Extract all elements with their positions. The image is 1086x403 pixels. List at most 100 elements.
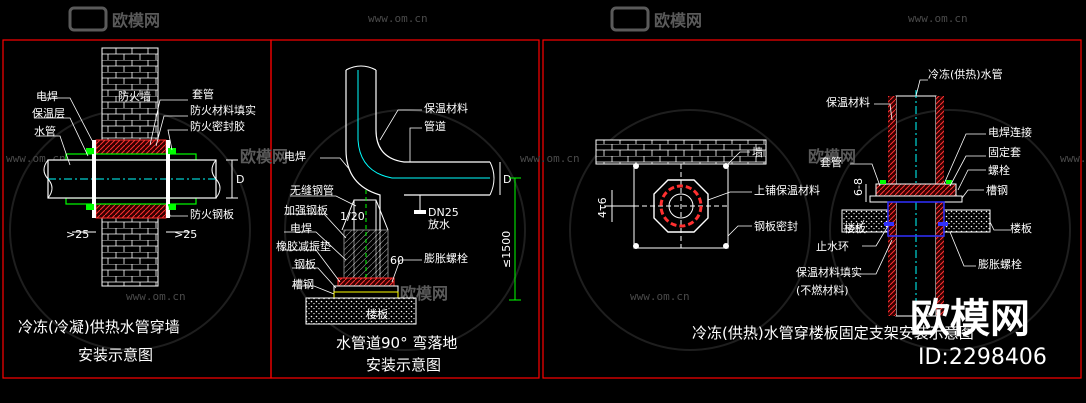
label-fill-line1: 保温材料填实 — [796, 265, 862, 279]
label-sleeve: 套管 — [192, 87, 214, 101]
fire-filler-bottom — [95, 203, 167, 219]
dim-d: D — [503, 173, 511, 186]
wall-plan — [595, 139, 767, 165]
pipe-plan — [668, 193, 694, 219]
panel-frames — [2, 39, 1082, 379]
label-floor-slab-right: 楼板 — [1010, 221, 1032, 235]
label-sleeve: 套管 — [820, 155, 842, 169]
label-drain-size: DN25 — [428, 206, 459, 219]
label-fixing-sleeve: 固定套 — [988, 145, 1021, 159]
label-drain: 放水 — [428, 217, 450, 231]
label-wall: 墙 — [752, 145, 763, 159]
panel1-caption-line2: 安装示意图 — [78, 346, 153, 364]
panel2-caption-line2: 安装示意图 — [366, 356, 441, 374]
label-top-insulation: 上铺保温材料 — [754, 183, 820, 197]
label-expansion-bolt: 膨胀螺栓 — [424, 251, 468, 265]
panel2-caption-line1: 水管道90° 弯落地 — [336, 334, 457, 352]
label-chilled-pipe: 冷冻(供热)水管 — [928, 67, 1003, 81]
watermark-logo-icon — [68, 6, 108, 32]
water-stop-sleeve — [887, 201, 945, 237]
label-plate-seal: 钢板密封 — [754, 219, 798, 233]
steel-base-plate — [333, 285, 399, 293]
sealant-mark — [168, 204, 176, 210]
dim-60: 60 — [390, 254, 404, 267]
panel3-caption: 冷冻(供热)水管穿楼板固定支架安装示意图 — [692, 324, 974, 342]
panel3-floor-fixing-drawing: 4τ6 墙 上铺保温材料 钢板密封 6-8 — [595, 67, 1032, 342]
channel-steel-section — [869, 195, 963, 203]
label-floor-slab: 楼板 — [366, 307, 388, 321]
label-channel-steel: 槽钢 — [986, 184, 1008, 197]
insulation-left — [888, 96, 896, 316]
panel3-frame — [542, 39, 1082, 379]
label-fire-filler: 防火材料填实 — [190, 103, 256, 117]
fire-plate-left — [92, 140, 96, 218]
label-fill-line2: (不燃材料) — [796, 283, 849, 297]
floor-slab — [305, 297, 417, 325]
dim-left: >25 — [66, 228, 89, 241]
watermark-url-7: www.om.cn — [630, 290, 690, 303]
watermark-mid: www.om.cn 欧模网 www.om.cn 欧模网 www.om.cn ww… — [6, 147, 1086, 303]
rubber-pad — [337, 277, 395, 287]
label-insulation-material: 保温材料 — [826, 95, 870, 109]
label-electric-weld-2: 电焊 — [290, 221, 312, 235]
watermark-brand-1: 欧模网 — [112, 11, 160, 30]
fixing-sleeve — [875, 183, 957, 197]
label-expansion-bolt: 膨胀螺栓 — [978, 257, 1022, 271]
insulation-top — [65, 153, 197, 161]
label-stiffener-plate: 加强钢板 — [284, 203, 328, 217]
fire-filler-top — [95, 139, 167, 155]
watermark-url-4: www.om.cn — [520, 152, 580, 165]
watermark-brand-2: 欧模网 — [654, 11, 702, 30]
insulation-ring — [659, 184, 703, 228]
label-pipe: 管道 — [424, 119, 446, 133]
dim-6-8: 6-8 — [852, 178, 865, 196]
label-electric-weld: 电焊 — [284, 149, 306, 163]
insulation-right — [936, 96, 944, 316]
panel1-caption-line1: 冷冻(冷凝)供热水管穿墙 — [18, 318, 180, 336]
label-seamless-pipe: 无缝钢管 — [290, 183, 334, 197]
watermark-header: 欧模网 www.om.cn 欧模网 www.om.cn — [68, 6, 968, 32]
label-bolt: 螺栓 — [988, 163, 1010, 177]
watermark-url-1: www.om.cn — [368, 12, 428, 25]
channel-steel — [333, 291, 399, 299]
panel1-wall-pipe-drawing: D >25 >25 电焊 保温层 水管 防火墙 套管 防火材料填实 防火密封胶 … — [18, 47, 256, 364]
label-insulation-layer: 保温层 — [32, 106, 65, 120]
dim-4t6: 4τ6 — [596, 197, 609, 218]
sealant-mark — [168, 148, 176, 154]
brick-wall-top — [101, 47, 159, 141]
label-floor-slab-left: 楼板 — [844, 221, 866, 235]
dim-right: >25 — [174, 228, 197, 241]
dim-1500: ≤1500 — [500, 231, 513, 268]
brand-name: 欧模网 — [910, 296, 1030, 342]
label-fire-wall: 防火墙 — [118, 89, 151, 103]
watermark-logo-icon — [610, 6, 650, 32]
brand-id: ID:2298406 — [918, 345, 1047, 370]
panel2-frame — [270, 39, 540, 379]
panel2-pipe-bend-drawing: D ≤1500 保温材料 管道 电焊 无缝钢管 加强钢板 1/20 电焊 橡胶减… — [276, 65, 521, 374]
dim-d: D — [236, 173, 244, 186]
label-water-pipe: 水管 — [34, 124, 56, 138]
label-channel-steel: 槽钢 — [292, 278, 314, 291]
label-fire-sealant: 防火密封胶 — [190, 119, 245, 133]
brand-overlay: 欧模网 ID:2298406 — [910, 296, 1047, 370]
label-slope: 1/20 — [340, 210, 365, 223]
sealant-mark — [86, 148, 94, 154]
label-electric-weld: 电焊 — [36, 89, 58, 103]
pipe-centerline — [357, 70, 490, 179]
label-weld-joint: 电焊连接 — [988, 125, 1032, 139]
sealant-mark — [86, 204, 94, 210]
watermark-url-2: www.om.cn — [908, 12, 968, 25]
label-insulation-material: 保温材料 — [424, 101, 468, 115]
label-steel-plate: 钢板 — [294, 257, 316, 271]
brick-wall-bottom — [101, 217, 159, 287]
fire-plate-right — [166, 140, 170, 218]
floor-slab-right — [943, 209, 991, 233]
watermark-url-6: www.om.cn — [126, 290, 186, 303]
watermark-brand-3: 欧模网 — [240, 147, 288, 166]
label-water-stop-ring: 止水环 — [816, 240, 849, 253]
insulation-bottom — [65, 197, 197, 205]
label-rubber-pad: 橡胶减振垫 — [276, 239, 331, 253]
watermark-url-5: www.om.cn — [1060, 152, 1086, 165]
watermark-brand-4: 欧模网 — [808, 147, 856, 166]
